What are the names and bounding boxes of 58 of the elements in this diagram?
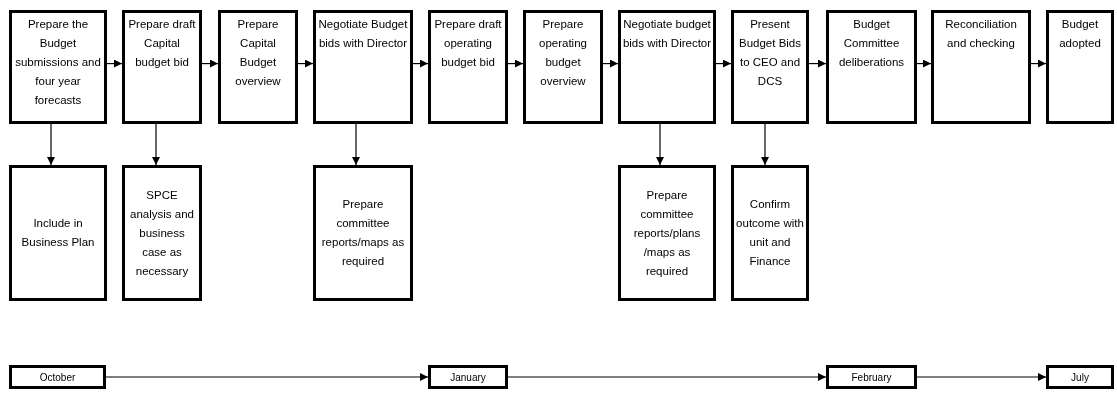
arrow: [656, 123, 664, 166]
step-text: Present Budget Bids to CEO and DCS: [738, 17, 802, 89]
step-text: Prepare draft operating budget bid: [433, 17, 503, 70]
process-box: [428, 10, 508, 124]
step-text: Budget adopted: [1058, 17, 1102, 51]
arrow: [916, 59, 932, 68]
step-text: Prepare operating budget overview: [538, 17, 588, 89]
process-box: [731, 10, 809, 124]
arrow: [916, 373, 1047, 381]
step-text: Prepare Capital Budget overview: [234, 17, 282, 89]
process-box: [826, 10, 917, 124]
process-box: [313, 165, 413, 301]
step-text: Negotiate budget bids with Director: [622, 17, 712, 51]
arrow: [152, 123, 160, 166]
step-text: Reconciliation and checking: [944, 17, 1018, 51]
arrow: [412, 59, 429, 68]
process-box: [9, 10, 107, 124]
process-box: [731, 165, 809, 301]
process-box: [931, 10, 1031, 124]
step-text: October: [39, 370, 76, 385]
arrow: [201, 59, 219, 68]
arrow: [808, 59, 827, 68]
step-text: Confirm outcome with unit and Finance: [735, 197, 805, 269]
arrow: [507, 59, 524, 68]
arrow: [761, 123, 769, 166]
arrow: [602, 59, 619, 68]
step-text: Negotiate Budget bids with Director: [317, 17, 409, 51]
process-box: [313, 10, 413, 124]
process-box: [428, 365, 508, 389]
step-text: Prepare the Budget submissions and four year forecasts: [14, 17, 102, 108]
arrow: [106, 59, 123, 68]
process-box: [1046, 365, 1114, 389]
arrow: [507, 373, 827, 381]
arrow: [47, 123, 55, 166]
step-text: Prepare committee reports/plans /maps as required: [632, 187, 702, 279]
process-box: [218, 10, 298, 124]
step-text: Include in Business Plan: [20, 216, 96, 250]
process-box: [826, 365, 917, 389]
process-box: [122, 10, 202, 124]
step-text: July: [1071, 370, 1089, 385]
step-text: Budget Committee deliberations: [837, 17, 906, 70]
process-box: [9, 365, 106, 389]
step-text: SPCE analysis and business case as necessary: [129, 187, 195, 279]
arrow: [352, 123, 360, 166]
step-text: Prepare draft Capital budget bid: [127, 17, 197, 70]
step-text: Prepare committee reports/maps as required: [320, 197, 406, 269]
step-text: February: [851, 370, 892, 385]
arrow: [1030, 59, 1047, 68]
process-box: [1046, 10, 1114, 124]
process-box: [122, 165, 202, 301]
arrow: [105, 373, 429, 381]
process-box: [618, 165, 716, 301]
process-box: [618, 10, 716, 124]
process-box: [9, 165, 107, 301]
step-text: January: [450, 370, 486, 385]
arrow: [715, 59, 732, 68]
arrow: [297, 59, 314, 68]
process-box: [523, 10, 603, 124]
